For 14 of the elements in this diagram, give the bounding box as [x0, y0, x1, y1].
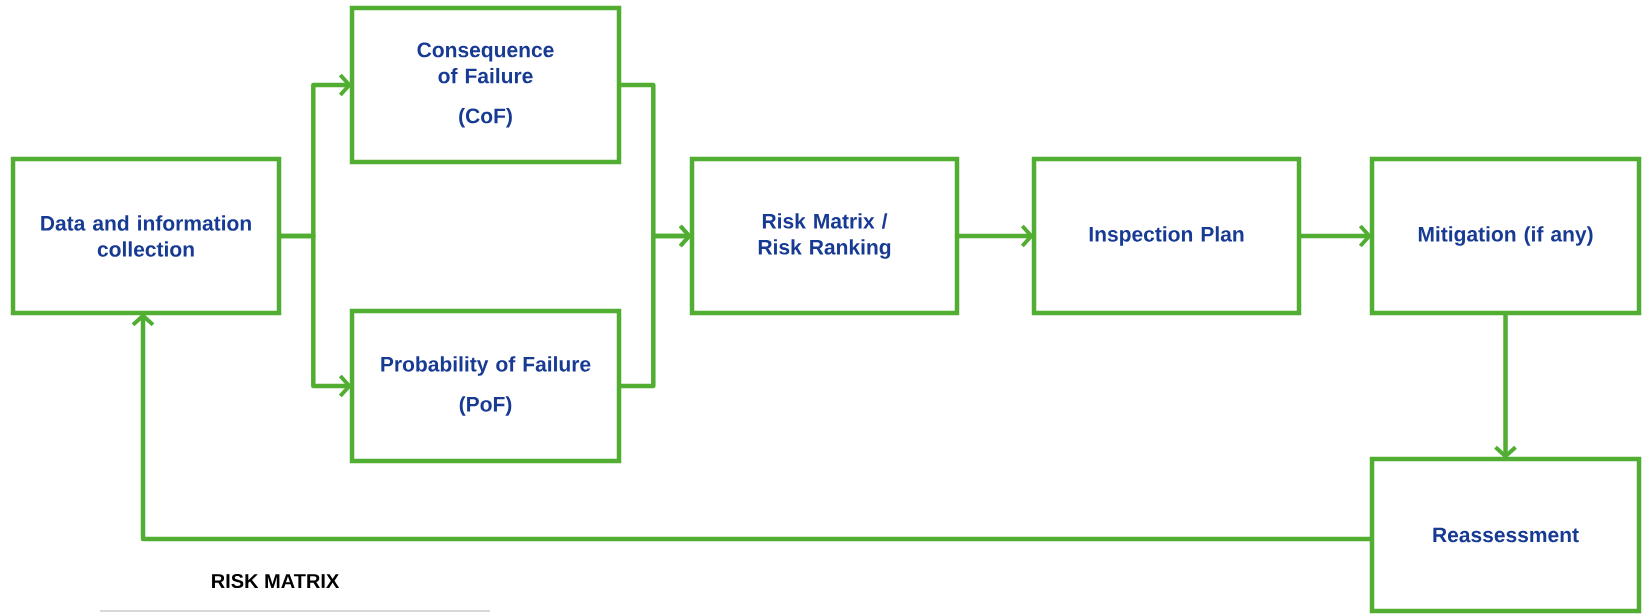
arrow [131, 313, 1372, 542]
process-box: Mitigation (if any) [1369, 156, 1642, 316]
process-box: Risk Matrix / Risk Ranking [689, 156, 960, 316]
arrow [1494, 313, 1517, 459]
process-box: Data and information collection [10, 156, 282, 316]
process-box: Probability of Failure (PoF) [349, 308, 622, 464]
arrow [619, 224, 692, 389]
process-box: Inspection Plan [1031, 156, 1302, 316]
arrow [957, 224, 1034, 248]
heading-label: RISK MATRIX [212, 573, 340, 589]
arrow [1299, 224, 1373, 248]
process-box: Reassessment [1369, 456, 1642, 614]
process-box: Consequence of Failure (CoF) [349, 5, 622, 165]
arrow [279, 233, 352, 398]
